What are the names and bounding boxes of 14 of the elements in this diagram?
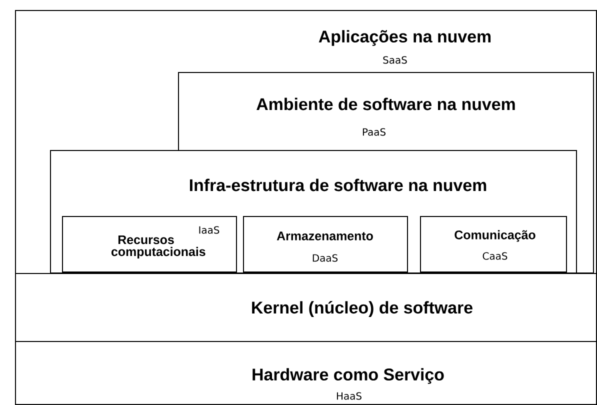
service-label: DaaS (312, 254, 338, 262)
layer-title: Armazenamento (276, 232, 373, 240)
layer-title: Infra-estrutura de software na nuvem (190, 178, 486, 192)
layer-title: Kernel (núcleo) de software (252, 301, 472, 317)
layer-title: Recursos computacionais (111, 235, 206, 259)
layer-title: Ambiente de software na nuvem (256, 98, 515, 110)
layer-title: Hardware como Serviço (252, 368, 444, 384)
service-label: CaaS (482, 252, 508, 260)
layer-title: Comunicação (454, 230, 536, 242)
service-label: HaaS (336, 392, 362, 400)
service-label: PaaS (362, 128, 386, 136)
service-label: IaaS (199, 226, 220, 234)
layer-title: Aplicações na nuvem (318, 30, 491, 46)
service-label: SaaS (383, 56, 407, 64)
